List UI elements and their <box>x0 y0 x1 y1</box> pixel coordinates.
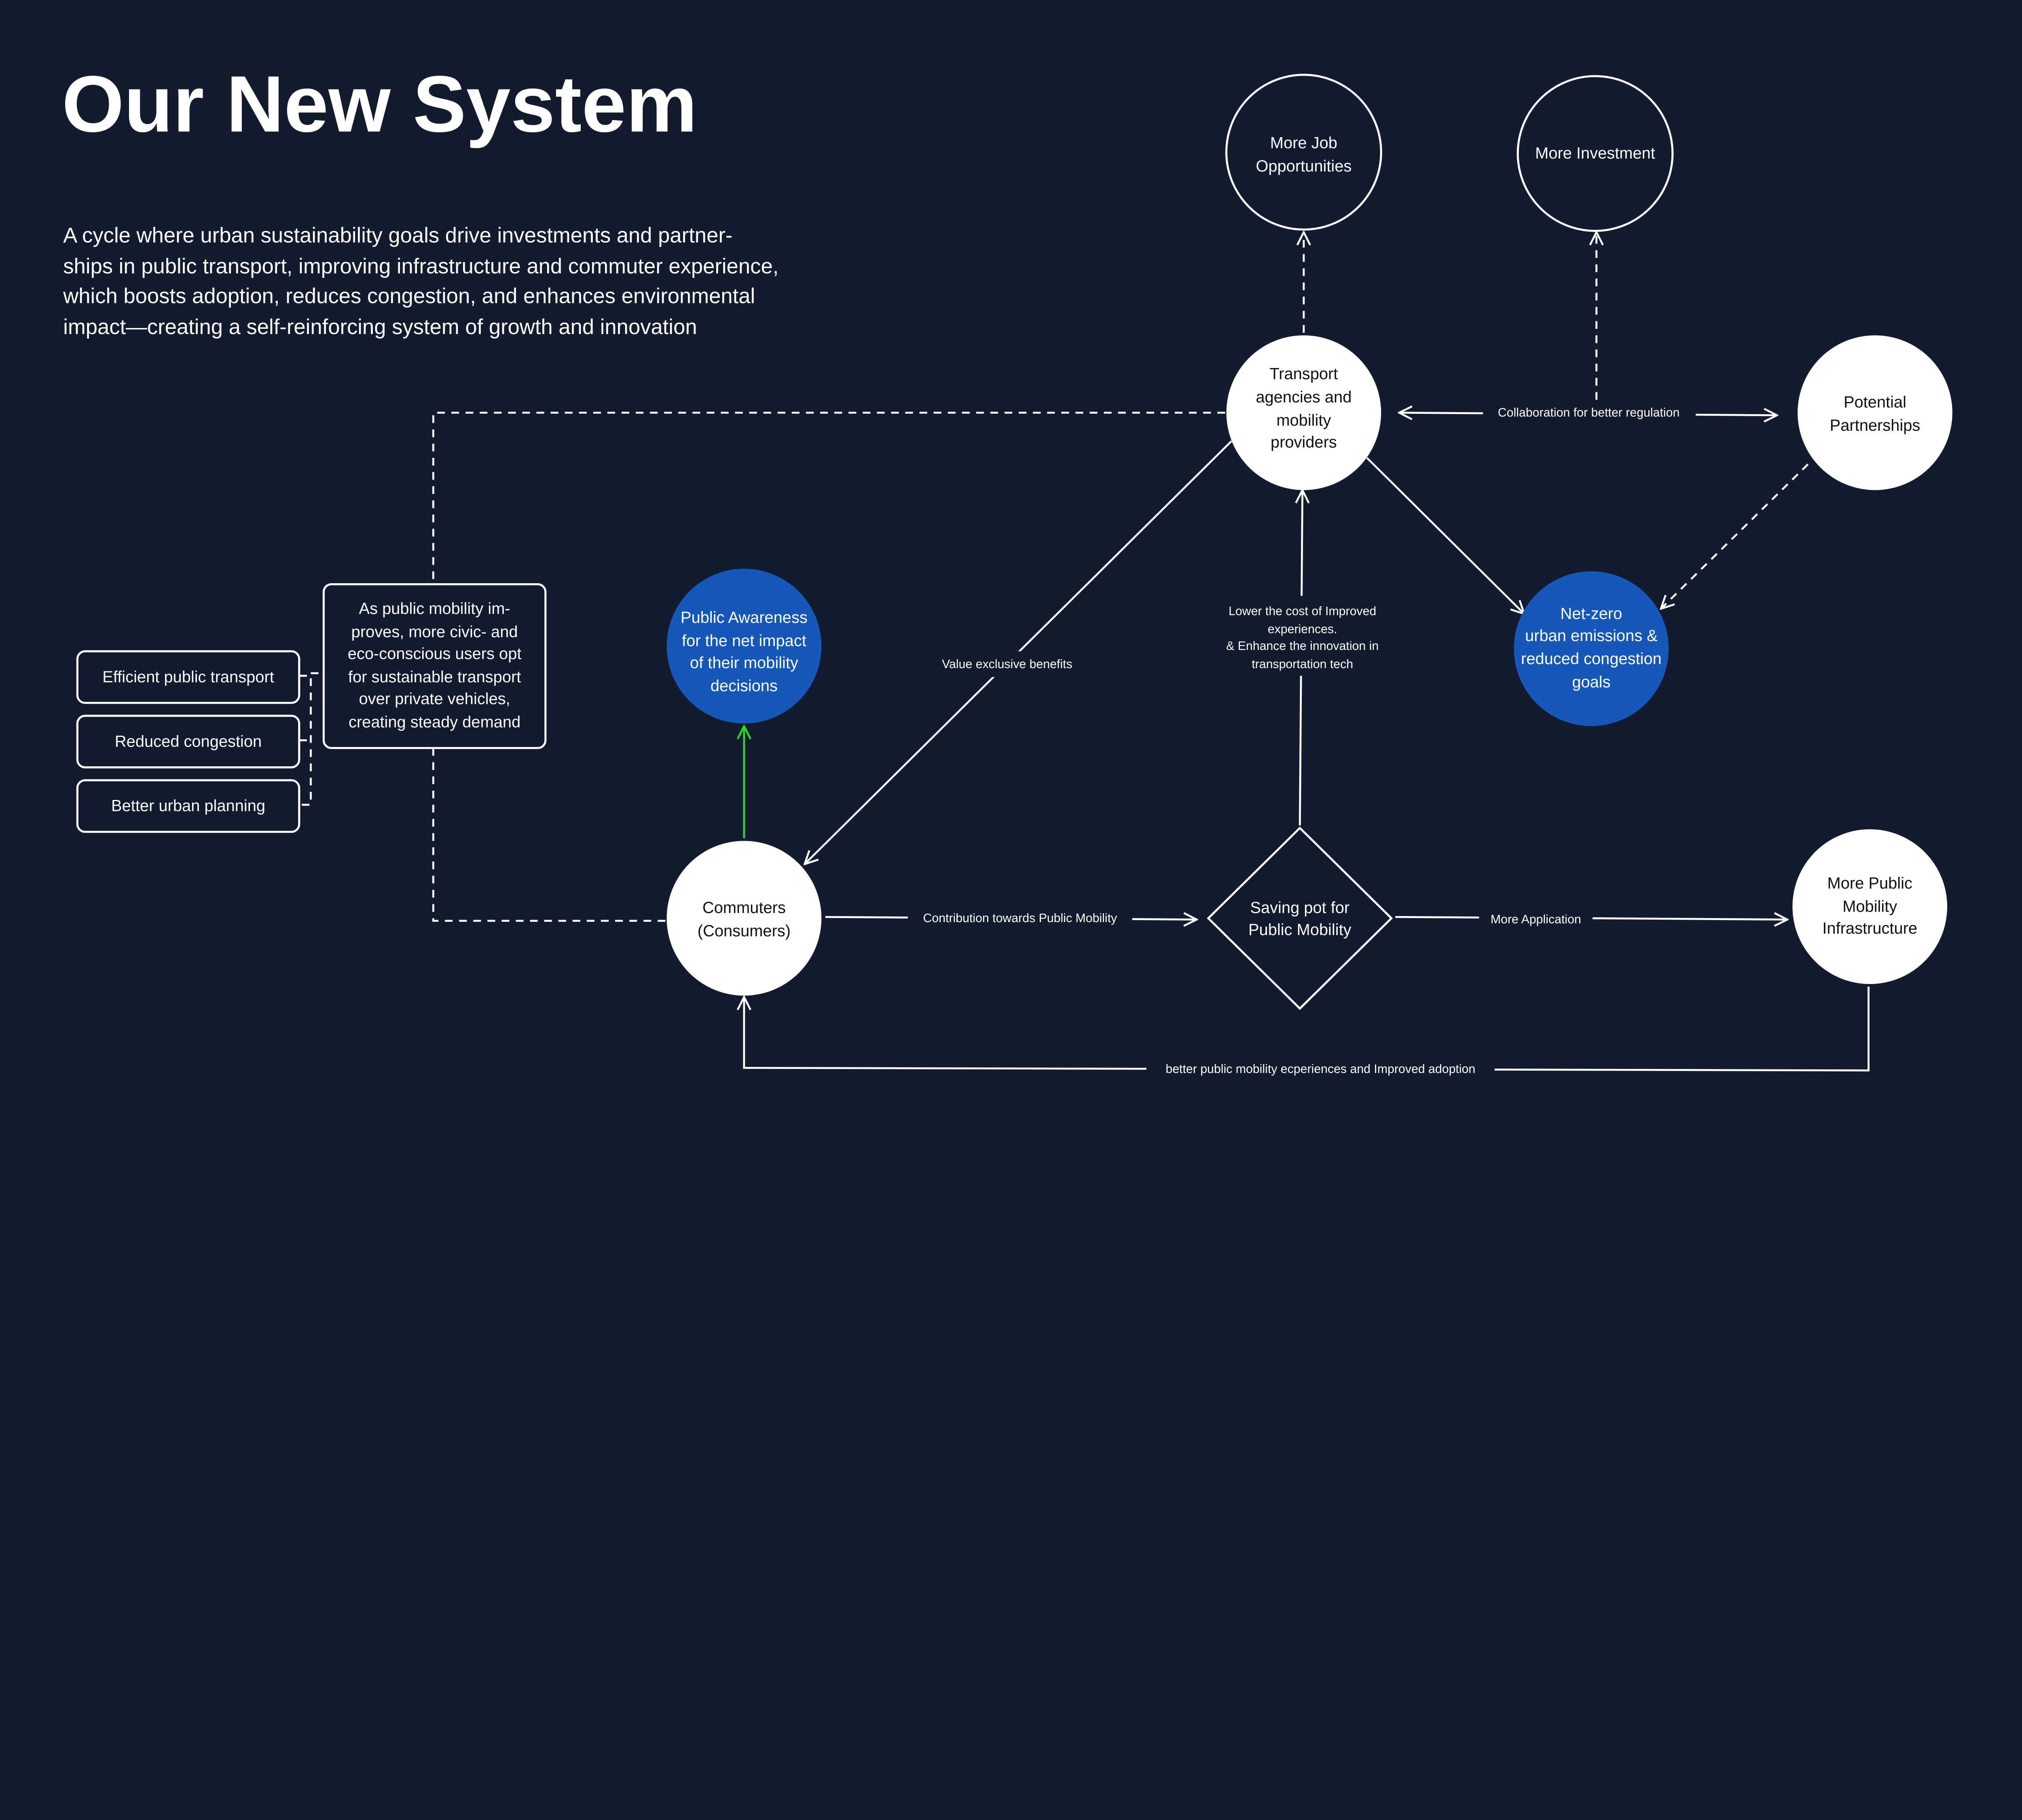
demand-box: As public mobility im- proves, more civi… <box>322 583 547 749</box>
box-text: for sustainable transport <box>348 668 521 686</box>
node-text: Saving pot for <box>1250 899 1349 917</box>
node-text: Mobility <box>1842 897 1897 915</box>
node-commuters: Commuters (Consumers) <box>666 841 822 996</box>
description-line: impact—creating a self-reinforcing syste… <box>63 315 697 339</box>
node-text: Partnerships <box>1830 417 1920 434</box>
dashed-benefits-bracket <box>299 675 312 806</box>
box-text: eco-conscious users opt <box>348 645 522 662</box>
node-text: mobility <box>1276 411 1331 429</box>
edge-labels: Collaboration for better regulation Valu… <box>907 402 1696 1080</box>
label-line: experiences. <box>1268 623 1337 636</box>
box-text: over private vehicles, <box>359 690 510 708</box>
description-line: ships in public transport, improving inf… <box>63 254 778 278</box>
benefit-box-efficient: Efficient public transport <box>76 650 300 704</box>
node-text: goals <box>1572 673 1610 691</box>
label-more-application: More Application <box>1491 913 1581 926</box>
label-lower-cost: Lower the cost of Improved experiences. … <box>1226 605 1379 671</box>
node-more-investment: More Investment <box>1516 75 1674 232</box>
arrow-partnerships-to-netzero <box>1661 463 1809 609</box>
node-text: Public Awareness <box>681 609 808 626</box>
label-contribution: Contribution towards Public Mobility <box>923 912 1117 925</box>
benefit-box-congestion: Reduced congestion <box>76 715 300 768</box>
node-text: More Job <box>1270 134 1337 152</box>
page-title: Our New System <box>62 59 697 148</box>
arrow-transport-to-netzero <box>1366 457 1524 614</box>
dashed-demand-to-commuters <box>432 748 667 922</box>
node-text: Net-zero <box>1561 605 1622 623</box>
node-text: Public Mobility <box>1248 921 1352 939</box>
system-diagram: Our New System A cycle where urban susta… <box>62 59 1952 1080</box>
node-text: decisions <box>711 677 778 695</box>
description: A cycle where urban sustainability goals… <box>63 223 778 339</box>
label-line: & Enhance the innovation in <box>1226 639 1379 653</box>
node-more-jobs: More Job Opportunities <box>1225 74 1382 231</box>
node-text: of their mobility <box>690 654 798 672</box>
box-text: creating steady demand <box>349 713 520 731</box>
node-text: Opportunities <box>1256 157 1352 175</box>
node-saving-pot: Saving pot for Public Mobility <box>1207 826 1393 1010</box>
node-text: reduced congestion <box>1521 650 1662 668</box>
node-text: More Investment <box>1535 144 1655 162</box>
node-potential-partnerships: Potential Partnerships <box>1798 335 1952 490</box>
node-more-infrastructure: More Public Mobility Infrastructure <box>1792 829 1948 984</box>
label-feedback: better public mobility ecperiences and I… <box>1165 1062 1475 1076</box>
box-text: Efficient public transport <box>102 668 274 686</box>
node-text: agencies and <box>1256 388 1352 406</box>
node-text: providers <box>1271 434 1337 451</box>
description-line: which boosts adoption, reduces congestio… <box>63 284 755 308</box>
node-text: Potential <box>1844 394 1906 411</box>
label-collaboration: Collaboration for better regulation <box>1498 406 1679 419</box>
benefit-box-planning: Better urban planning <box>76 779 300 833</box>
label-line: Lower the cost of Improved <box>1229 605 1376 618</box>
node-transport-agencies: Transport agencies and mobility provider… <box>1226 335 1381 490</box>
arrow-feedback-loop <box>744 986 1870 1072</box>
label-line: transportation tech <box>1252 658 1353 671</box>
description-line: A cycle where urban sustainability goals… <box>63 223 732 247</box>
node-text: (Consumers) <box>698 922 791 940</box>
dashed-transport-to-demand <box>432 412 1225 584</box>
node-public-awareness: Public Awareness for the net impact of t… <box>666 569 822 724</box>
node-net-zero: Net-zero urban emissions & reduced conge… <box>1514 571 1669 726</box>
node-text: Infrastructure <box>1822 920 1917 938</box>
node-text: for the net impact <box>682 632 806 650</box>
box-text: proves, more civic- and <box>351 623 518 641</box>
box-text: As public mobility im- <box>359 600 510 618</box>
box-text: Better urban planning <box>111 797 265 815</box>
node-text: urban emissions & <box>1525 627 1658 645</box>
node-text: Commuters <box>702 899 786 917</box>
node-text: Transport <box>1269 365 1338 383</box>
node-text: More Public <box>1827 874 1912 892</box>
label-value-benefits: Value exclusive benefits <box>942 658 1072 671</box>
box-text: Reduced congestion <box>115 732 262 750</box>
